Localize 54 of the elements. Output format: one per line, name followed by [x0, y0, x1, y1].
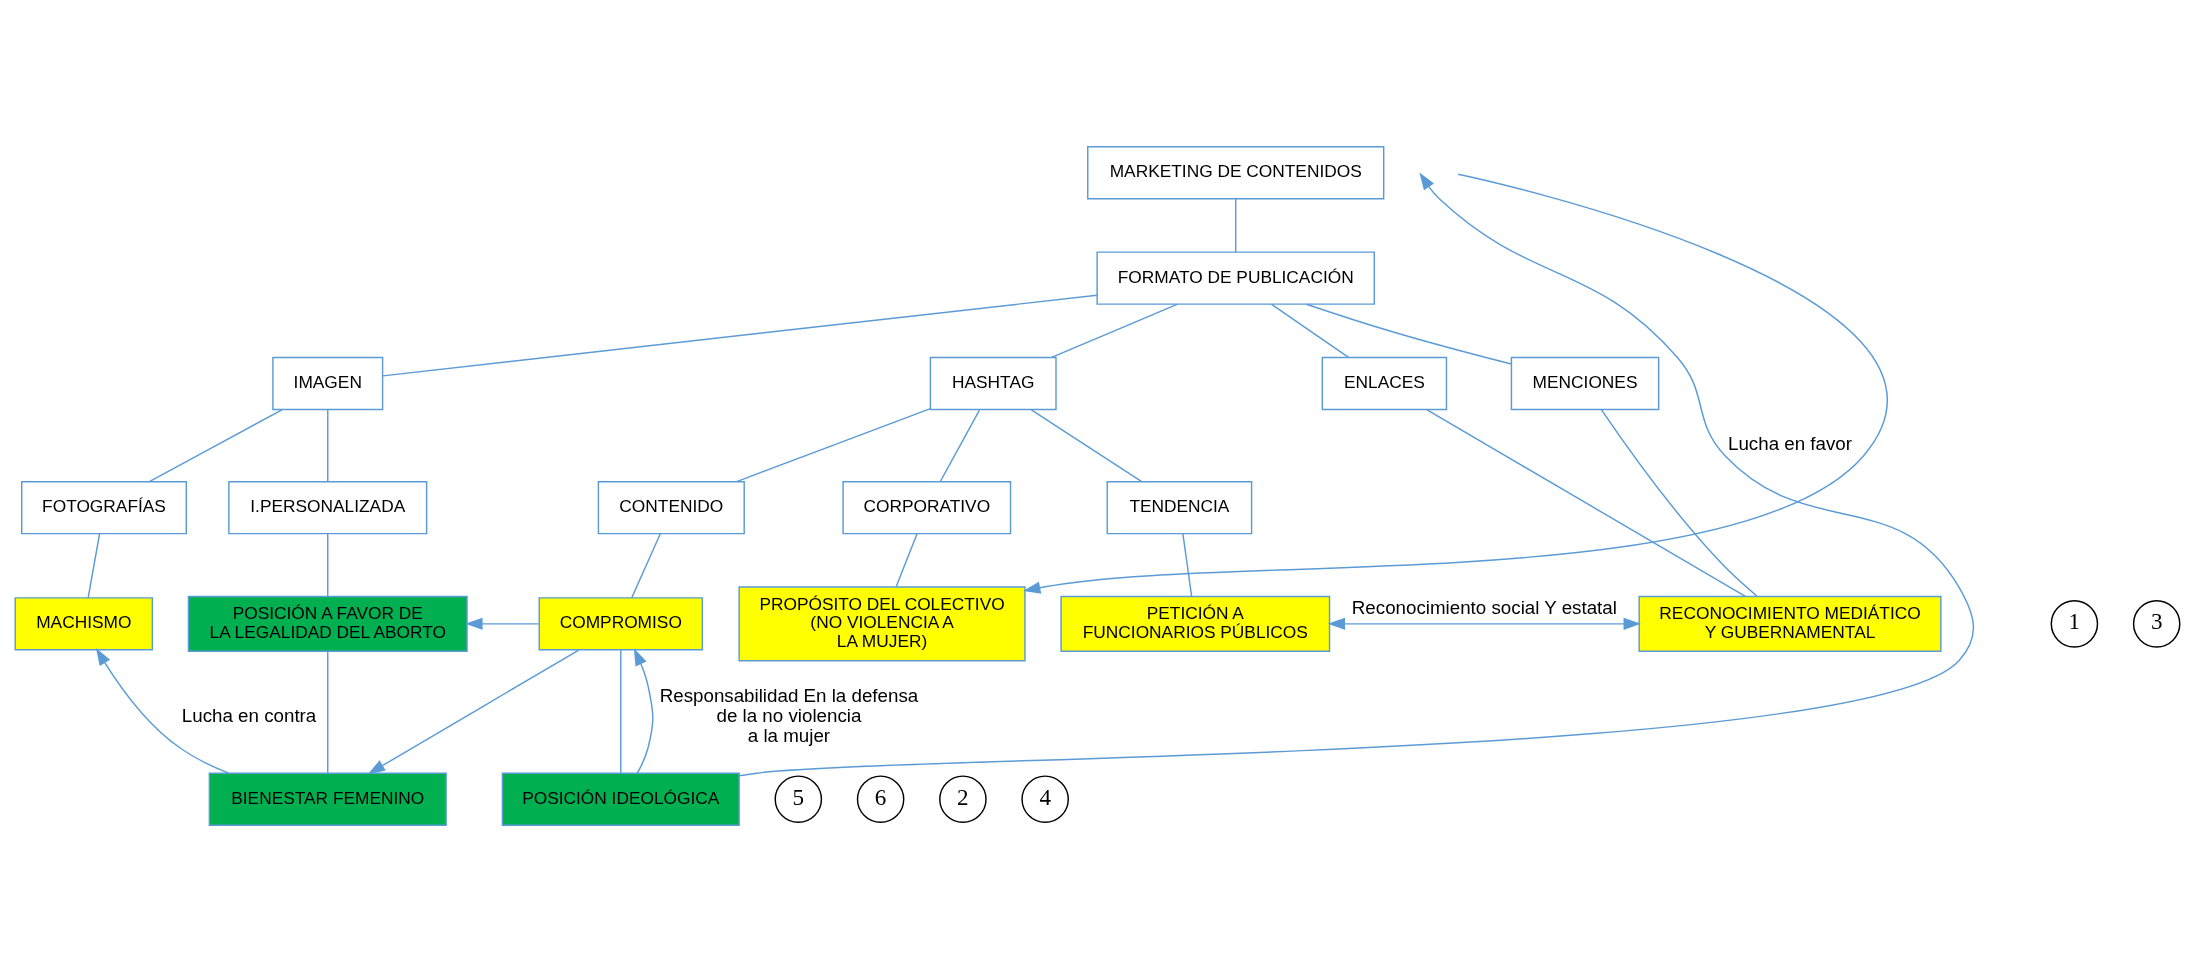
- node-box: PETICIÓN A FUNCIONARIOS PÚBLICOS: [1060, 595, 1331, 652]
- connector: [1600, 408, 1758, 597]
- node-box: PROPÓSITO DEL COLECTIVO (NO VIOLENCIA A LA MUJER): [738, 585, 1026, 661]
- node-box: I.PERSONALIZADA: [228, 480, 428, 534]
- arrow: [367, 648, 580, 774]
- connector: [1050, 302, 1179, 358]
- connector: [87, 532, 101, 599]
- connector: [327, 532, 329, 597]
- connector: [327, 650, 329, 774]
- connector: [1305, 303, 1512, 365]
- edge-label: Lucha en contra: [181, 704, 317, 726]
- connector: [631, 532, 662, 599]
- connector: [1235, 197, 1237, 253]
- connector: [327, 408, 329, 482]
- connector: [1425, 408, 1747, 597]
- arrow: [1327, 617, 1641, 630]
- node-circle: 4: [1021, 774, 1069, 823]
- connector: [1030, 408, 1143, 482]
- edge-label: Lucha en favor: [1728, 432, 1853, 454]
- edge-label: Reconocimiento social Y estatal: [1351, 596, 1617, 618]
- arrow: [633, 647, 654, 774]
- node-box: FORMATO DE PUBLICACIÓN: [1096, 250, 1375, 305]
- node-box: POSICIÓN A FAVOR DE LA LEGALIDAD DEL ABORTO: [187, 595, 468, 652]
- node-box: TENDENCIA: [1106, 480, 1253, 534]
- arrow: [1023, 173, 1887, 594]
- node-box: MARKETING DE CONTENIDOS: [1087, 145, 1385, 199]
- node-box: POSICIÓN IDEOLÓGICA: [501, 772, 740, 826]
- node-circle: 3: [2132, 599, 2181, 648]
- node-box: MENCIONES: [1510, 356, 1660, 410]
- node-box: FOTOGRAFÍAS: [21, 480, 187, 534]
- arrow: [465, 617, 540, 630]
- node-circle: 5: [774, 774, 823, 823]
- node-box: BIENESTAR FEMENINO: [208, 772, 447, 826]
- connector: [939, 408, 981, 482]
- arrow: [95, 647, 230, 774]
- node-circle: 1: [2050, 599, 2099, 648]
- connector: [620, 648, 622, 774]
- node-box: CORPORATIVO: [842, 480, 1012, 534]
- connector: [382, 294, 1098, 377]
- connector: [895, 532, 918, 587]
- node-box: MACHISMO: [14, 596, 154, 651]
- edge-label: Responsabilidad En la defensa de la no violencia a la mujer: [659, 684, 919, 746]
- node-circle: 2: [939, 774, 987, 823]
- connector: [148, 408, 283, 482]
- node-circle: 6: [856, 774, 905, 823]
- node-box: ENLACES: [1321, 356, 1448, 410]
- connector: [1270, 302, 1350, 358]
- node-box: CONTENIDO: [597, 480, 745, 534]
- node-box: HASHTAG: [929, 356, 1057, 410]
- connector: [1182, 532, 1193, 597]
- node-box: IMAGEN: [272, 356, 384, 410]
- connector: [736, 407, 932, 482]
- node-box: COMPROMISO: [538, 596, 704, 651]
- node-box: RECONOCIMIENTO MEDIÁTICO Y GUBERNAMENTAL: [1638, 595, 1942, 652]
